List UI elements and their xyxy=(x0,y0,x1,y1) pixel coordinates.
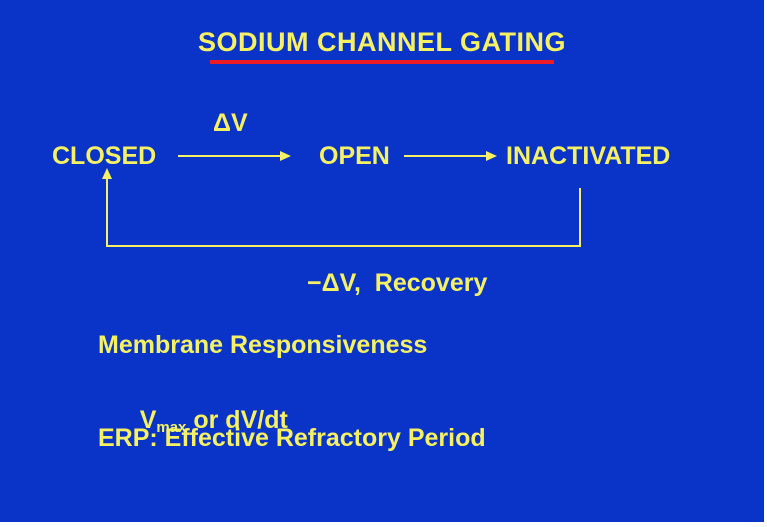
state-closed: CLOSED xyxy=(52,142,157,170)
note-vmax-subscript: max xyxy=(156,418,187,436)
title-underline xyxy=(210,60,554,64)
arrow-recovery-loop xyxy=(102,168,581,247)
recovery-label: −ΔV, Recovery xyxy=(307,269,488,297)
activation-voltage-label: ΔV xyxy=(213,109,248,137)
note-vmax-prefix: V xyxy=(139,405,157,434)
state-open: OPEN xyxy=(319,142,390,170)
note-erp: ERP: Effective Refractory Period xyxy=(98,424,486,452)
note-membrane-responsiveness: Membrane Responsiveness xyxy=(98,331,428,359)
note-vmax: Vmax or dV/dt xyxy=(98,379,288,462)
note-vmax-suffix: or dV/dt xyxy=(186,405,288,434)
slide-title: SODIUM CHANNEL GATING xyxy=(198,27,566,57)
arrow-closed-to-open xyxy=(178,151,291,161)
state-inactivated: INACTIVATED xyxy=(506,142,671,170)
arrow-open-to-inactivated xyxy=(404,151,497,161)
